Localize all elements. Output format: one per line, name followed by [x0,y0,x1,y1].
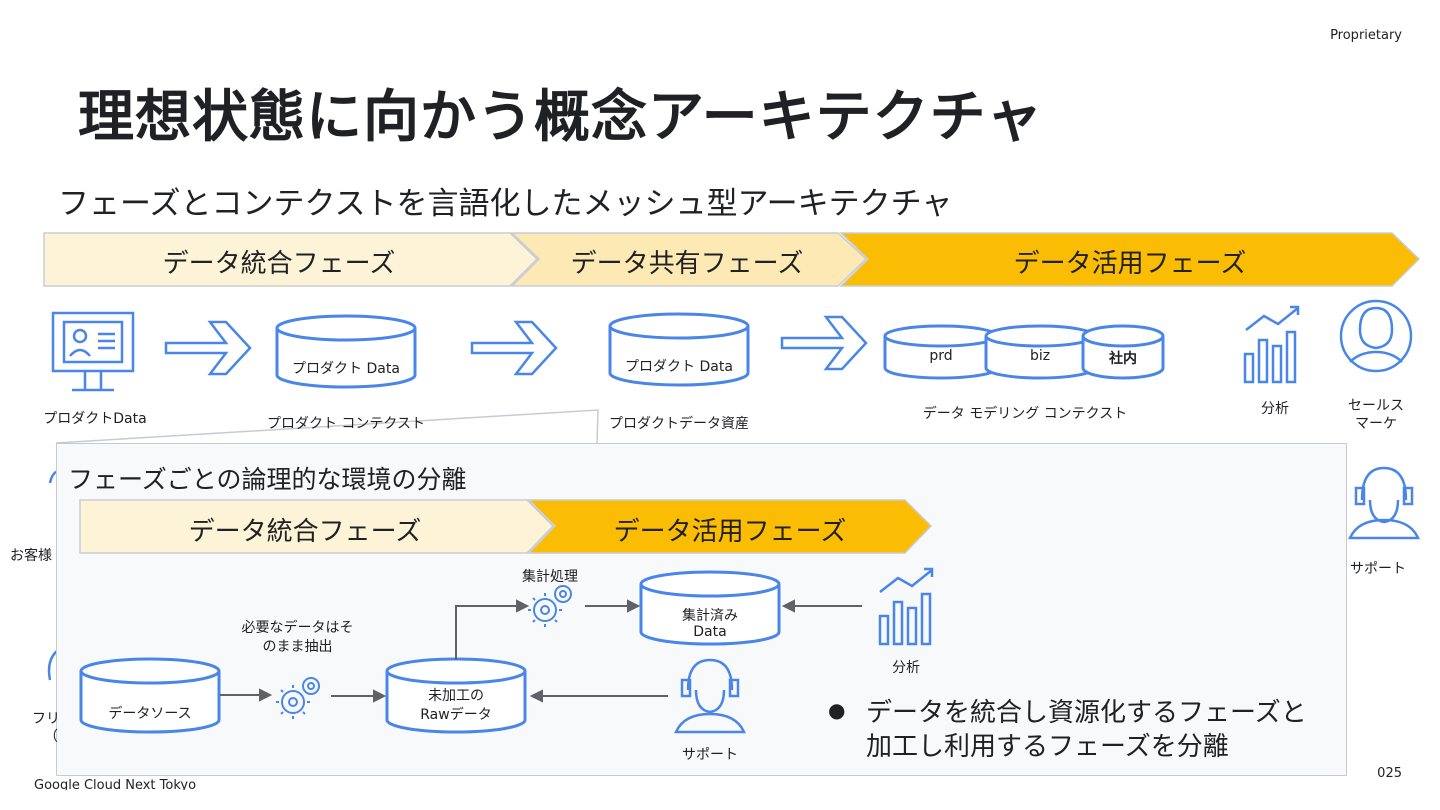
analysis-chart-icon [1243,305,1300,384]
panel-analysis-label: 分析 [892,660,920,676]
panel-arrows [220,599,862,703]
db-raw [385,657,527,734]
page-subtitle: フェーズとコンテクストを言語化したメッシュ型アーキテクチャ [58,186,953,222]
bullet-dot-icon: ● [828,698,846,722]
phase-sharing-label: データ共有フェーズ [570,249,804,279]
panel-support-label: サポート [682,747,738,763]
support-agent-icon [1348,466,1420,540]
db-data-source [79,657,221,734]
panel-support-agent-icon [674,658,746,734]
free-partial-label-1: フリ [32,711,60,727]
db-prd-text: prd [929,348,953,364]
panel-phase-integration-label: データ統合フェーズ [188,517,422,547]
panel-analysis-chart-icon [878,567,934,646]
customer-partial-label: お客様 [10,548,52,564]
aggregate-gear-icon [528,585,572,627]
footer-left-label: Google Cloud Next Tokyo [34,778,197,790]
db-internal-text: 社内 [1109,351,1137,367]
page-title: 理想状態に向かう概念アーキテクチャ [78,85,1044,150]
arrow-1-icon [164,320,252,376]
arrow-2-icon [470,320,558,376]
product-asset-caption: プロダクトデータ資産 [609,416,749,432]
phase-sharing-chevron [510,232,868,287]
bullet-text-1: データを統合し資源化するフェーズと [866,698,1307,728]
panel-phase-utilization-chevron [527,499,933,554]
db-aggregated-text-2: Data [693,624,727,640]
db-product-context [275,314,417,389]
aggregate-label: 集計処理 [522,569,578,585]
phase-utilization-label: データ活用フェーズ [1013,249,1247,279]
db-biz [984,324,1096,380]
sales-label-2: マーケ [1355,416,1397,432]
db-data-source-text: データソース [108,706,192,722]
db-aggregated-text-1: 集計済み [682,608,738,624]
product-data-label: プロダクトData [43,411,147,427]
modeling-context-caption: データ モデリング コンテクスト [922,406,1128,422]
db-product-asset-text: プロダクト Data [625,359,733,375]
sales-label-1: セールス [1348,398,1404,414]
extract-gear-icon [276,677,320,719]
db-internal [1081,324,1165,380]
panel-title: フェーズごとの論理的な環境の分離 [68,465,467,494]
db-biz-text: biz [1029,348,1051,364]
page-number: 025 [1377,766,1402,781]
db-raw-text-2: Rawデータ [420,707,492,723]
phase-utilization-chevron [839,232,1421,287]
db-aggregated [639,570,781,646]
extract-note-1: 必要なデータはそ [241,620,354,636]
free-partial-label-2: （ [44,729,58,745]
proprietary-label: Proprietary [1330,28,1402,43]
db-raw-text-1: 未加工の [428,688,484,704]
phase-integration-chevron [43,232,539,287]
db-product-context-text: プロダクト Data [292,361,400,377]
extract-note-2: のまま抽出 [262,639,333,655]
db-product-asset [608,312,750,387]
arrow-3-icon [780,315,868,371]
panel-phase-utilization-label: データ活用フェーズ [613,517,847,547]
product-context-caption: プロダクト コンテクスト [266,416,426,432]
sales-person-icon [1339,299,1413,373]
callout-lines [55,409,599,444]
phase-integration-label: データ統合フェーズ [162,249,396,279]
support-label: サポート [1350,561,1406,577]
panel-phase-integration-chevron [79,499,555,554]
bullet-text-2: 加工し利用するフェーズを分離 [866,732,1229,762]
profile-monitor-icon [51,311,135,392]
analysis-label: 分析 [1261,401,1289,417]
